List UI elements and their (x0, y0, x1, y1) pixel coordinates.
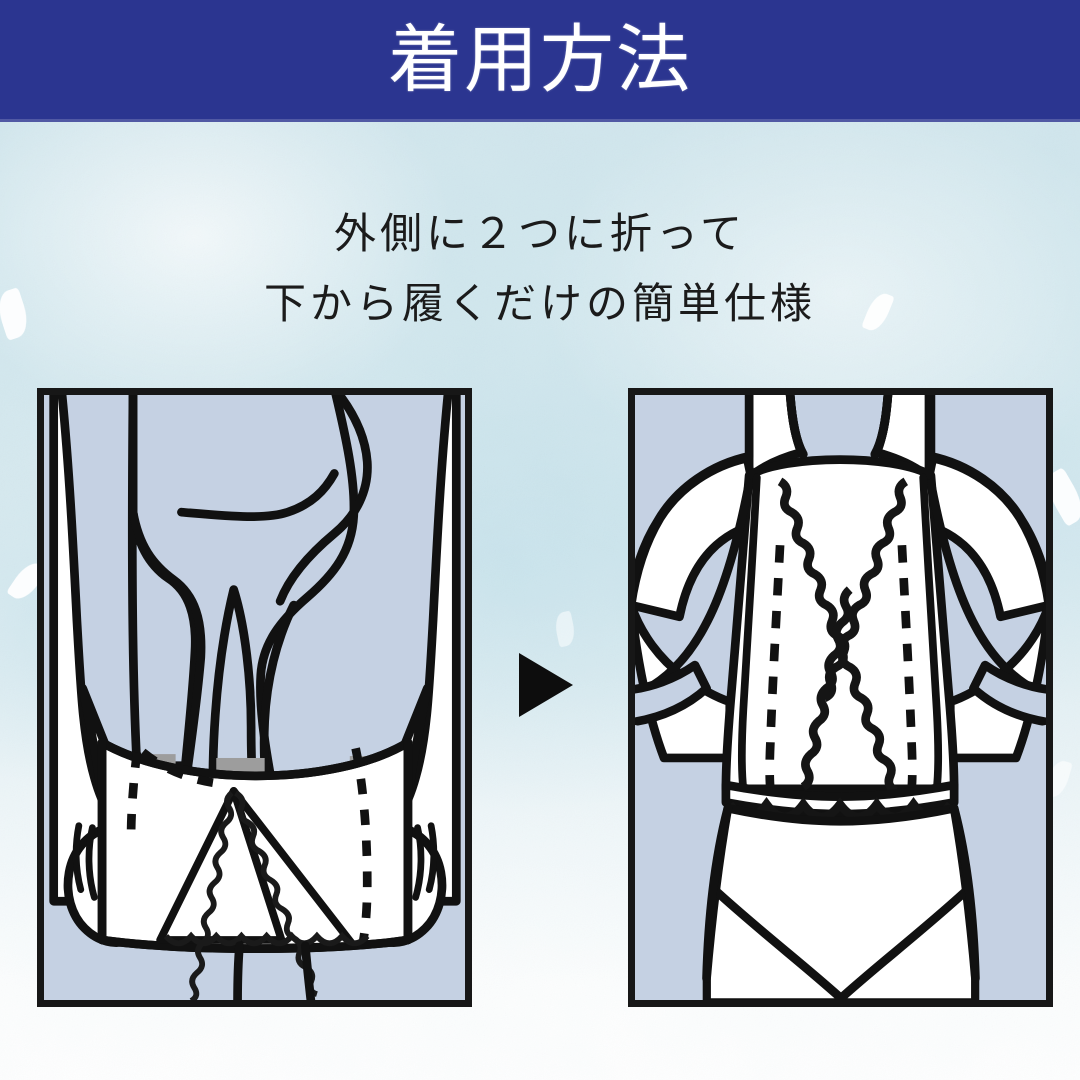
caption-line-2: 下から履くだけの簡単仕様 (263, 282, 816, 328)
caption-line-1: 外側に２つに折って (334, 212, 746, 258)
right-arrow-icon (519, 653, 573, 717)
caption-block: 外側に２つに折って 下から履くだけの簡単仕様 (0, 200, 1080, 340)
dashed-fold-line (126, 747, 372, 941)
step-1-illustration (37, 388, 472, 1007)
step-2-illustration (628, 388, 1053, 1007)
step-2-drawing (635, 395, 1046, 1000)
step-1-drawing (49, 395, 461, 1000)
page-title: 着用方法 (388, 20, 692, 102)
dashed-seam-line (765, 544, 917, 790)
header-bar: 着用方法 (0, 0, 1080, 122)
